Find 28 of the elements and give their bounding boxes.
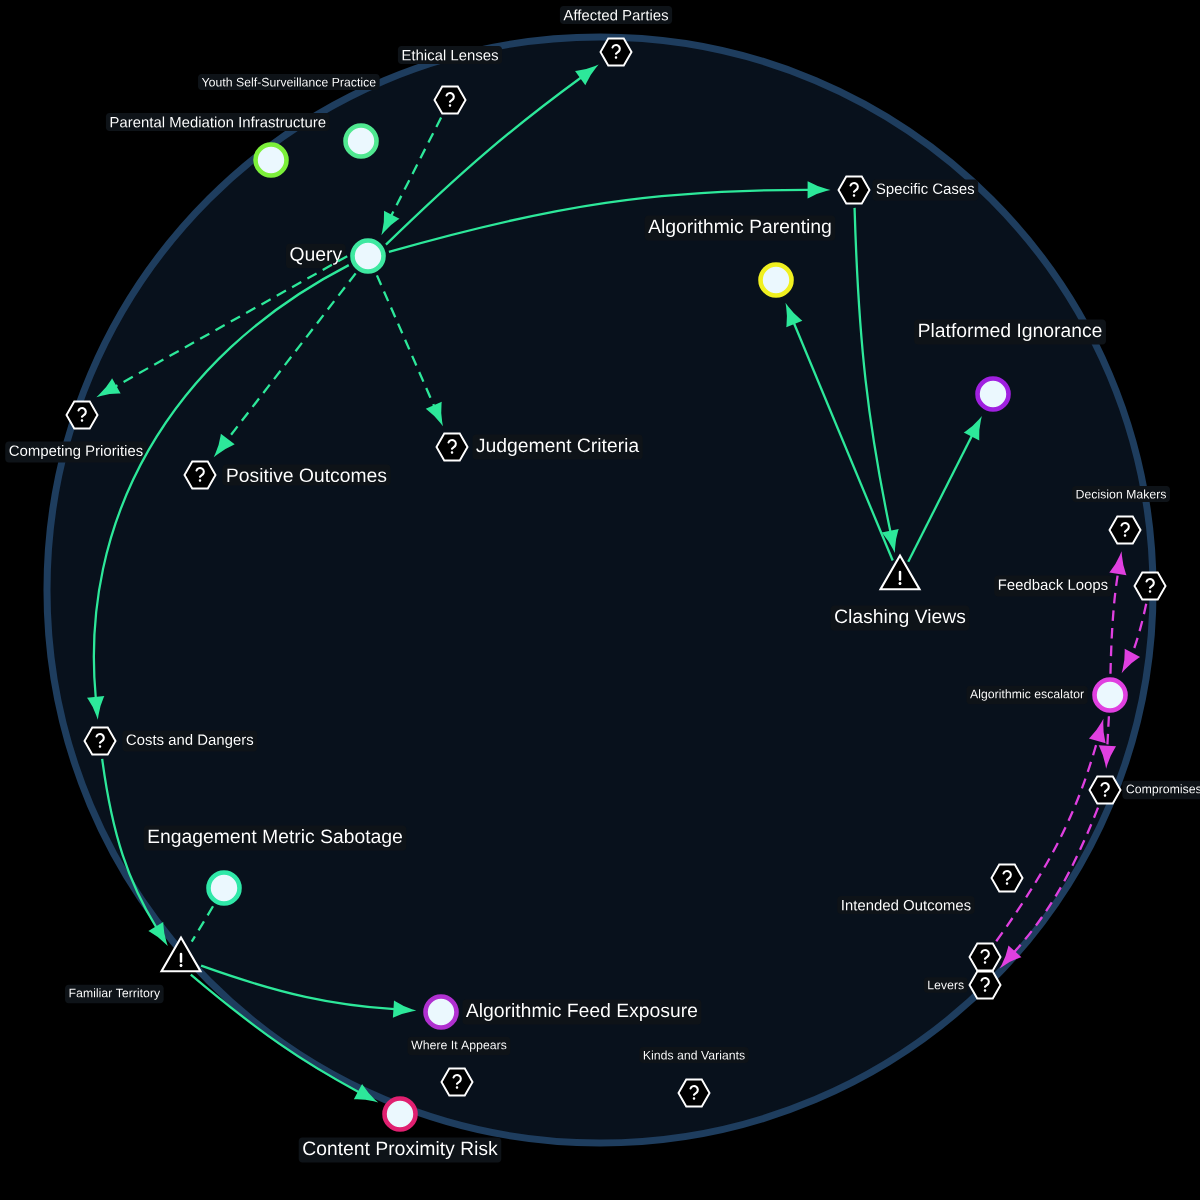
node-label: Levers bbox=[923, 977, 968, 993]
node-label: Content Proximity Risk bbox=[298, 1137, 502, 1163]
arrow bbox=[99, 255, 348, 397]
node-label: Feedback Loops bbox=[994, 575, 1112, 597]
connector-line bbox=[190, 905, 214, 943]
arrow bbox=[786, 306, 894, 561]
node-label: Clashing Views bbox=[830, 605, 970, 631]
arrow bbox=[101, 758, 167, 944]
node-label: Algorithmic Feed Exposure bbox=[462, 999, 702, 1025]
arrow bbox=[382, 117, 443, 233]
arrow bbox=[385, 66, 597, 246]
arrow bbox=[375, 274, 443, 424]
arrow bbox=[1122, 603, 1148, 671]
arrow bbox=[87, 264, 350, 717]
node-label: Costs and Dangers bbox=[122, 730, 258, 752]
arrow bbox=[215, 272, 357, 455]
node-label: Judgement Criteria bbox=[472, 434, 643, 460]
node-label: Algorithmic Parenting bbox=[644, 215, 836, 241]
arrow bbox=[1099, 716, 1116, 766]
node-label: Platformed Ignorance bbox=[914, 319, 1106, 345]
arrow bbox=[995, 722, 1106, 942]
arrow bbox=[853, 207, 899, 550]
node-label: Engagement Metric Sabotage bbox=[143, 825, 407, 851]
node-label: Specific Cases bbox=[872, 179, 979, 201]
node-label: Positive Outcomes bbox=[222, 464, 391, 486]
node-label: Intended Outcomes bbox=[837, 896, 975, 914]
arrow bbox=[1001, 807, 1100, 967]
question-hexagon-icon bbox=[990, 863, 1024, 893]
